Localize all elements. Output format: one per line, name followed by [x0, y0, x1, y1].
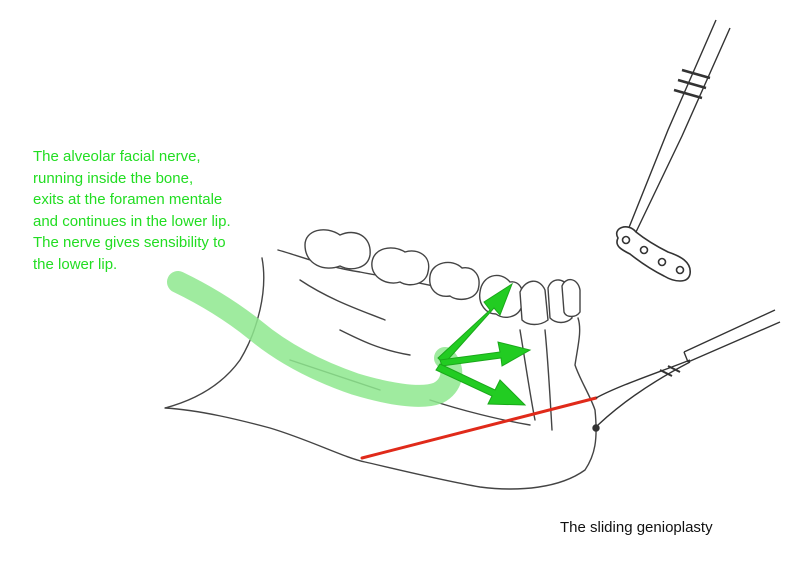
nerve-path: [167, 271, 463, 407]
nerve-annotation: The alveolar facial nerve, running insid…: [33, 146, 293, 276]
osteotomy-line: [360, 396, 598, 460]
annotation-line: The nerve gives sensibility to: [33, 234, 226, 252]
nerve-exit-arrows: [435, 282, 532, 406]
teeth-drawing: [304, 229, 581, 326]
figure-caption: The sliding genioplasty: [560, 519, 713, 536]
annotation-line: the lower lip.: [33, 255, 118, 273]
retractor-icon: [592, 309, 781, 432]
arrow-up: [437, 282, 514, 365]
annotation-line: and continues in the lower lip.: [33, 212, 231, 230]
arrow-right: [439, 341, 532, 367]
annotation-line: The alveolar facial nerve,: [33, 148, 201, 165]
fixation-plate-icon: [615, 226, 691, 282]
forceps-icon: [627, 19, 731, 233]
arrow-down: [435, 363, 527, 406]
annotation-line: running inside the bone,: [33, 169, 194, 187]
annotation-line: exits at the foramen mentale: [33, 191, 223, 209]
